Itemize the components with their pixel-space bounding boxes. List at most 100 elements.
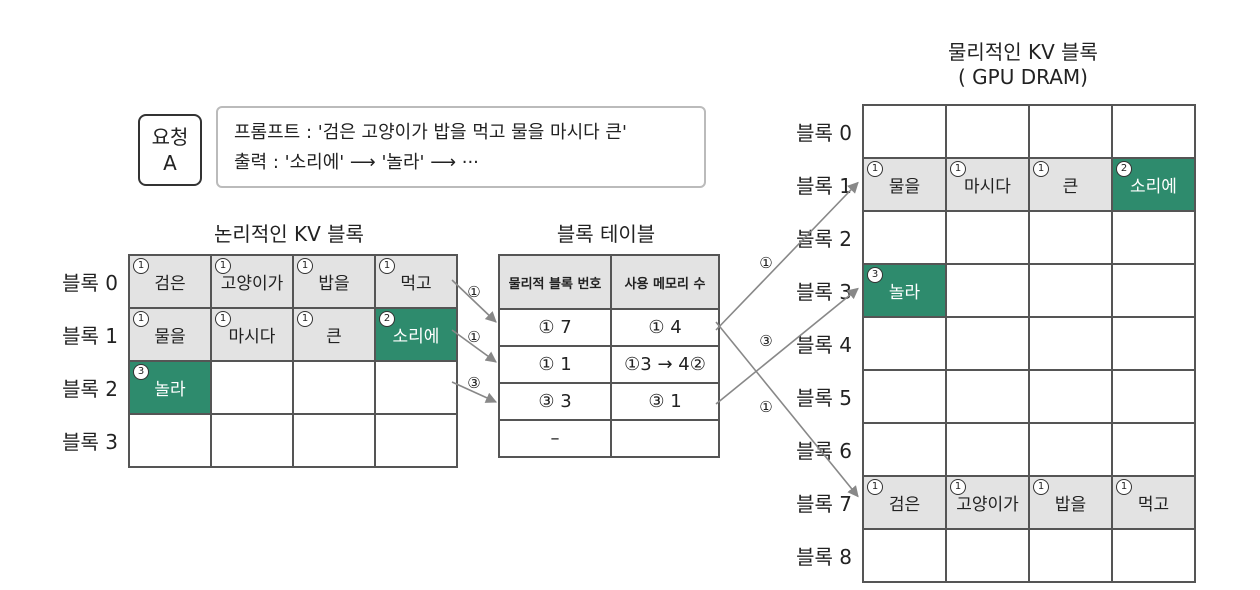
physical-kv-cell [945, 210, 1030, 265]
physical-kv-cell [945, 369, 1030, 424]
physical-kv-cell [1111, 528, 1196, 583]
physical-kv-cell [862, 104, 947, 159]
token-ref-count-badge: 1 [215, 258, 231, 274]
physical-kv-cell: 1 검은 [862, 475, 947, 530]
physical-block-number: ③ 3 [498, 382, 612, 421]
logical-kv-cell [292, 360, 376, 415]
token-ref-count-badge: 1 [133, 258, 149, 274]
logical-kv-cell [374, 360, 458, 415]
physical-kv-token: 놀라 [888, 283, 921, 303]
physical-kv-cell [945, 263, 1030, 318]
block-table-header: 물리적 블록 번호 [498, 254, 612, 310]
logical-kv-token: 밥을 [318, 274, 350, 294]
token-ref-count-badge: 1 [297, 311, 313, 327]
physical-kv-cell [1111, 422, 1196, 477]
physical-kv-cell [1028, 316, 1113, 371]
physical-kv-cell [862, 422, 947, 477]
request-label-line2: A [163, 151, 177, 175]
token-ref-count-badge: 1 [1033, 161, 1049, 177]
arrow-ref-label: ① [467, 283, 480, 301]
logical-kv-token: 놀라 [154, 380, 186, 400]
physical-kv-cell: 1 먹고 [1111, 475, 1196, 530]
physical-kv-cell [1028, 369, 1113, 424]
logical-kv-title: 논리적인 KV 블록 [214, 222, 364, 246]
physical-kv-cell [1028, 528, 1113, 583]
logical-kv-row-label: 블록 1 [62, 323, 118, 348]
logical-kv-row [128, 413, 458, 468]
physical-kv-token: 큰 [1062, 177, 1079, 197]
token-ref-count-badge: 1 [1033, 479, 1049, 495]
logical-kv-token: 마시다 [228, 327, 276, 347]
physical-kv-token: 소리에 [1130, 177, 1177, 197]
physical-kv-row [862, 422, 1196, 477]
physical-kv-title-line2: ( GPU DRAM) [958, 65, 1088, 89]
request-output: 출력 : '소리에' ⟶ '놀라' ⟶ ··· [234, 152, 479, 173]
physical-kv-row-label: 블록 1 [796, 173, 852, 198]
logical-kv-cell [292, 413, 376, 468]
arrow-ref-label: ③ [759, 332, 772, 350]
physical-kv-cell [1111, 104, 1196, 159]
request-box: 프롬프트 : '검은 고양이가 밥을 먹고 물을 마시다 큰' 출력 : '소리… [216, 106, 706, 188]
physical-kv-token: 검은 [888, 495, 921, 515]
logical-kv-row-label: 블록 2 [62, 376, 118, 401]
table-to-physical-arrow [715, 181, 859, 331]
physical-kv-cell [945, 528, 1030, 583]
logical-kv-cell [210, 360, 294, 415]
logical-kv-row-label: 블록 0 [62, 270, 118, 295]
physical-kv-cell [1028, 210, 1113, 265]
physical-kv-token: 먹고 [1137, 495, 1170, 515]
token-ref-count-badge: 2 [379, 311, 395, 327]
token-ref-count-badge: 1 [867, 479, 883, 495]
physical-kv-cell [1111, 369, 1196, 424]
block-table-title: 블록 테이블 [556, 222, 656, 246]
physical-kv-token: 밥을 [1054, 495, 1087, 515]
physical-kv-title: 물리적인 KV 블록 ( GPU DRAM) [862, 36, 1184, 89]
physical-block-number: ① 1 [498, 345, 612, 384]
logical-to-table-arrow [451, 381, 498, 403]
physical-kv-title-line1: 물리적인 KV 블록 [948, 40, 1098, 64]
logical-to-table-arrow [451, 279, 497, 323]
physical-kv-cell [1028, 263, 1113, 318]
physical-kv-cell: 3 놀라 [862, 263, 947, 318]
logical-kv-token: 물을 [154, 327, 186, 347]
physical-kv-cell [862, 316, 947, 371]
physical-kv-row [862, 528, 1196, 583]
token-ref-count-badge: 3 [867, 267, 883, 283]
physical-kv-row [862, 210, 1196, 265]
physical-kv-cell [862, 528, 947, 583]
block-table-header: 사용 메모리 수 [610, 254, 720, 310]
request-label-line1: 요청 [151, 125, 189, 149]
physical-kv-cell [1028, 422, 1113, 477]
physical-kv-token: 고양이가 [956, 495, 1019, 515]
physical-kv-row [862, 316, 1196, 371]
token-ref-count-badge: 1 [215, 311, 231, 327]
logical-kv-cell [210, 413, 294, 468]
request-prompt: 프롬프트 : '검은 고양이가 밥을 먹고 물을 마시다 큰' [234, 122, 627, 143]
physical-kv-cell [1111, 263, 1196, 318]
logical-to-table-arrow [451, 329, 497, 363]
physical-block-number: ① 7 [498, 308, 612, 347]
token-ref-count-badge: 1 [1116, 479, 1132, 495]
physical-kv-row-label: 블록 7 [796, 491, 852, 516]
physical-kv-cell [945, 316, 1030, 371]
token-ref-count-badge: 2 [1116, 161, 1132, 177]
block-table-row: – [498, 419, 720, 458]
token-ref-count-badge: 1 [867, 161, 883, 177]
